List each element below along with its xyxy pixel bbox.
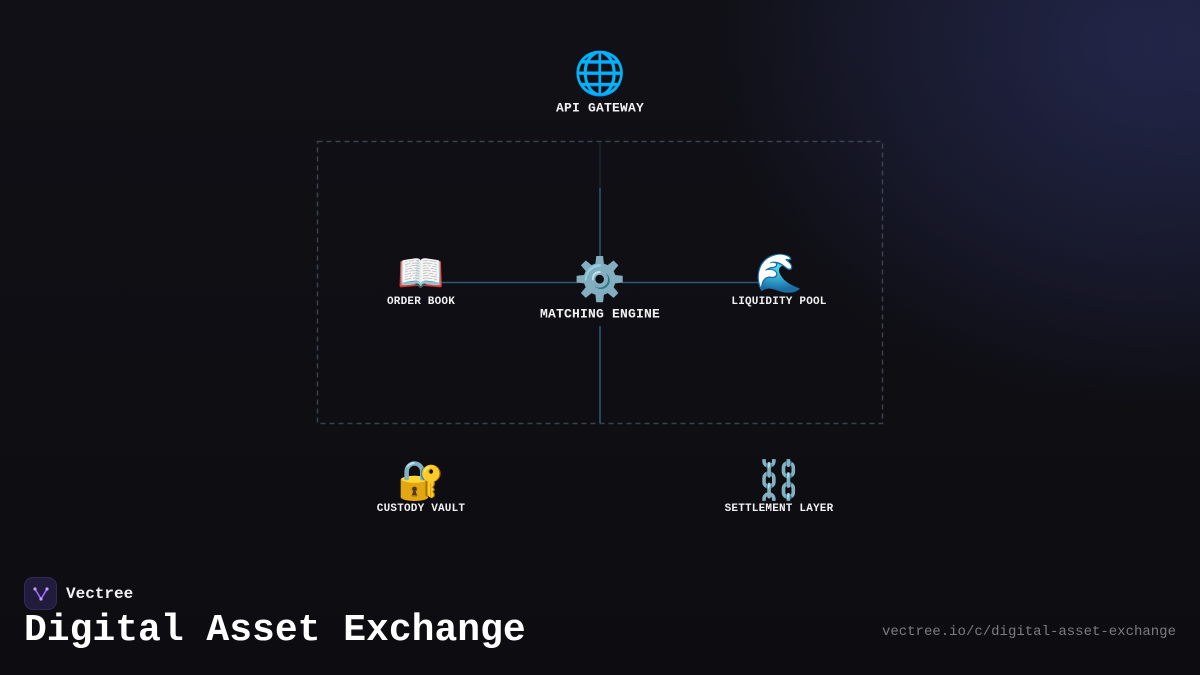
node-custody-vault-label: CUSTODY VAULT <box>376 503 466 515</box>
node-liquidity-pool: 🌊 LIQUIDITY POOL <box>731 254 826 308</box>
vectree-logo-icon <box>24 577 57 610</box>
node-custody-vault: 🔐 CUSTODY VAULT <box>377 461 465 515</box>
node-api-gateway-label: API GATEWAY <box>555 100 645 116</box>
globe-icon: 🌐 <box>573 48 627 98</box>
node-settlement-layer-label: SETTLEMENT LAYER <box>724 503 834 515</box>
brand: Vectree <box>24 577 133 610</box>
brand-name: Vectree <box>66 584 134 603</box>
vectree-logo-mark <box>32 586 49 601</box>
wave-icon: 🌊 <box>755 251 803 295</box>
node-liquidity-pool-label: LIQUIDITY POOL <box>731 296 827 308</box>
node-settlement-layer: ⛓️ SETTLEMENT LAYER <box>725 461 834 515</box>
node-matching-engine-label: MATCHING ENGINE <box>539 306 661 322</box>
lock-with-key-icon: 🔐 <box>397 458 445 502</box>
node-order-book: 📖 ORDER BOOK <box>387 254 455 308</box>
chains-icon: ⛓️ <box>755 458 803 502</box>
gear-icon: ⚙️ <box>573 254 627 304</box>
node-order-book-label: ORDER BOOK <box>386 296 456 308</box>
node-matching-engine: ⚙️ MATCHING ENGINE <box>539 254 661 322</box>
core-group-boundary <box>316 140 884 425</box>
open-book-icon: 📖 <box>397 251 445 295</box>
page-url: vectree.io/c/digital-asset-exchange <box>881 624 1176 640</box>
node-api-gateway: 🌐 API GATEWAY <box>555 48 645 116</box>
page-title: Digital Asset Exchange <box>24 609 526 652</box>
